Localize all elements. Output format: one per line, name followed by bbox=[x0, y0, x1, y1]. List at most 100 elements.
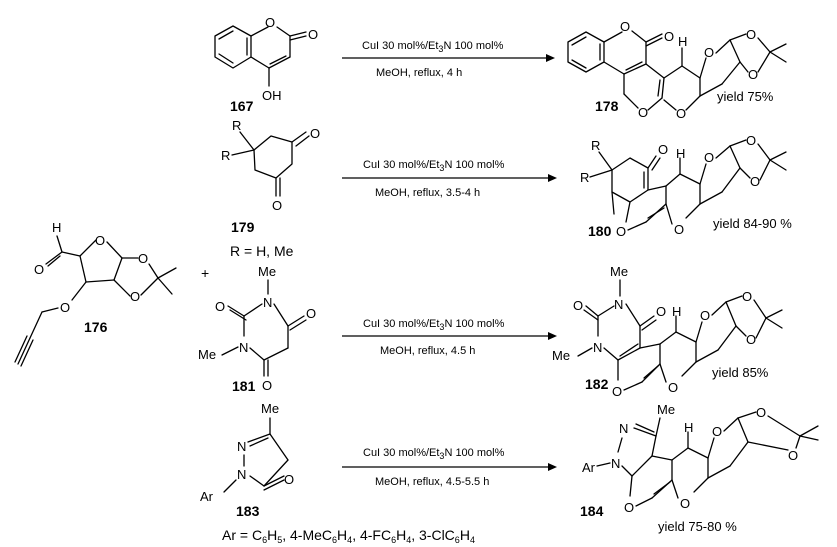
reagent-181: Me N O N Me O O 181 bbox=[198, 264, 316, 394]
reagent-181-o1: O bbox=[215, 299, 225, 314]
svg-text:O: O bbox=[700, 308, 710, 323]
conditions-2-line2: MeOH, reflux, 3.5-4 h bbox=[375, 187, 480, 199]
reagent-179-r1: R bbox=[232, 118, 241, 133]
reagent-181-me2: Me bbox=[198, 347, 216, 362]
svg-text:N: N bbox=[611, 456, 620, 471]
compound-label-167: 167 bbox=[230, 98, 254, 114]
svg-text:H: H bbox=[678, 34, 687, 49]
svg-text:O: O bbox=[712, 424, 722, 439]
compound-label-181: 181 bbox=[232, 378, 256, 394]
aldehyde-o: O bbox=[34, 262, 44, 277]
substituent-note-ar: Ar = C6H5, 4-MeC6H4, 4-FC6H4, 3-ClC6H4 bbox=[222, 527, 475, 545]
reagent-183-ar: Ar bbox=[200, 489, 214, 504]
substituent-note-r: R = H, Me bbox=[230, 243, 294, 259]
compound-label-184: 184 bbox=[580, 503, 604, 519]
svg-text:O: O bbox=[656, 304, 666, 319]
svg-text:H: H bbox=[684, 420, 693, 435]
svg-text:O: O bbox=[573, 298, 583, 313]
svg-text:O: O bbox=[742, 289, 752, 304]
svg-text:O: O bbox=[658, 142, 668, 157]
svg-text:O: O bbox=[664, 29, 674, 44]
svg-text:Me: Me bbox=[657, 402, 675, 417]
reagent-183: Me N N Ar O 183 Ar = C6H5, 4-MeC6H4, 4-F… bbox=[200, 401, 475, 545]
yield-180: yield 84-90 % bbox=[713, 216, 792, 231]
product-178: O O O H O O O O 17 bbox=[567, 19, 787, 121]
svg-text:O: O bbox=[676, 106, 686, 121]
reagent-179: R R O O 179 R = H, Me bbox=[221, 118, 320, 259]
compound-label-176: 176 bbox=[84, 319, 108, 335]
conditions-2-line1: CuI 30 mol%/Et3N 100 mol% bbox=[363, 159, 505, 173]
reagent-183-o: O bbox=[284, 472, 294, 487]
svg-text:O: O bbox=[788, 448, 798, 463]
conditions-1-line1: CuI 30 mol%/Et3N 100 mol% bbox=[362, 40, 504, 54]
conditions-1-line2: MeOH, reflux, 4 h bbox=[376, 67, 462, 79]
svg-text:Ar: Ar bbox=[582, 460, 596, 475]
svg-text:O: O bbox=[746, 133, 756, 148]
svg-text:O: O bbox=[748, 67, 758, 82]
reagent-167: O O OH 167 bbox=[214, 15, 318, 114]
reagent-179-o1: O bbox=[310, 126, 320, 141]
svg-text:H: H bbox=[672, 304, 681, 319]
svg-text:Me: Me bbox=[610, 264, 628, 279]
yield-182: yield 85% bbox=[712, 365, 769, 380]
svg-text:O: O bbox=[746, 332, 756, 347]
reagent-167-carbonyl-o: O bbox=[308, 27, 318, 42]
compound-label-182: 182 bbox=[585, 376, 609, 392]
arrow-3: CuI 30 mol%/Et3N 100 mol% MeOH, reflux, … bbox=[342, 318, 557, 357]
svg-text:O: O bbox=[668, 380, 678, 395]
aldehyde-h: H bbox=[52, 220, 61, 235]
svg-text:H: H bbox=[676, 146, 685, 161]
reagent-167-ring-o: O bbox=[265, 15, 275, 30]
svg-text:O: O bbox=[704, 45, 714, 60]
reagent-179-o2: O bbox=[272, 198, 282, 213]
reagent-179-r2: R bbox=[221, 148, 230, 163]
reagent-183-me: Me bbox=[261, 401, 279, 416]
reagent-181-me1: Me bbox=[258, 264, 276, 279]
dioxolane-o2: O bbox=[130, 289, 140, 304]
ether-o: O bbox=[60, 300, 70, 315]
product-182: Me N O N Me O O H O O bbox=[552, 264, 783, 399]
svg-text:Me: Me bbox=[552, 348, 570, 363]
svg-text:O: O bbox=[674, 222, 684, 237]
reagent-181-n2: N bbox=[239, 340, 248, 355]
product-180: R R O O H O O O O bbox=[580, 133, 792, 239]
svg-text:O: O bbox=[704, 150, 714, 165]
svg-text:O: O bbox=[746, 27, 756, 42]
furanose-o: O bbox=[95, 233, 105, 248]
reagent-181-o2: O bbox=[262, 378, 272, 393]
dioxolane-o1: O bbox=[138, 251, 148, 266]
product-184: Me N N Ar O H O O O O bbox=[580, 402, 819, 534]
compound-label-179: 179 bbox=[231, 219, 255, 235]
conditions-3-line1: CuI 30 mol%/Et3N 100 mol% bbox=[363, 318, 505, 332]
svg-text:O: O bbox=[756, 405, 766, 420]
svg-text:R: R bbox=[591, 138, 600, 153]
svg-text:O: O bbox=[612, 384, 622, 399]
conditions-3-line2: MeOH, reflux, 4.5 h bbox=[380, 345, 475, 357]
svg-text:O: O bbox=[680, 496, 690, 511]
compound-label-180: 180 bbox=[588, 223, 612, 239]
compound-label-178: 178 bbox=[595, 98, 619, 114]
compound-176: H O O O O O 176 bbox=[14, 220, 177, 367]
yield-184: yield 75-80 % bbox=[658, 519, 737, 534]
svg-text:O: O bbox=[620, 19, 630, 34]
svg-text:N: N bbox=[593, 340, 602, 355]
svg-text:N: N bbox=[619, 421, 628, 436]
conditions-4-line2: MeOH, reflux, 4.5-5.5 h bbox=[375, 476, 489, 488]
yield-178: yield 75% bbox=[717, 89, 774, 104]
plus-sign: + bbox=[201, 265, 209, 281]
reagent-167-oh: OH bbox=[262, 88, 282, 103]
reagent-181-n1: N bbox=[263, 295, 272, 310]
arrow-4: CuI 30 mol%/Et3N 100 mol% MeOH, reflux, … bbox=[342, 447, 557, 488]
reagent-183-n1: N bbox=[237, 439, 246, 454]
conditions-4-line1: CuI 30 mol%/Et3N 100 mol% bbox=[363, 447, 505, 461]
svg-text:R: R bbox=[580, 170, 589, 185]
compound-label-183: 183 bbox=[236, 503, 260, 519]
svg-text:O: O bbox=[638, 105, 648, 120]
svg-text:O: O bbox=[624, 500, 634, 515]
svg-text:N: N bbox=[614, 297, 623, 312]
svg-text:O: O bbox=[616, 224, 626, 239]
reagent-183-n2: N bbox=[237, 467, 246, 482]
svg-text:O: O bbox=[750, 174, 760, 189]
